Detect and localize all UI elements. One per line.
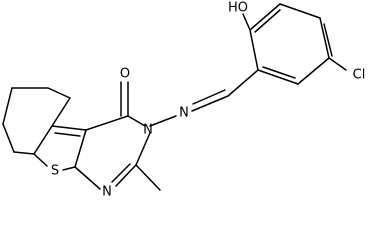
- bond: [135, 164, 161, 191]
- bond: [51, 125, 87, 131]
- bond: [279, 3, 321, 19]
- chlorine-label: Cl: [353, 68, 366, 83]
- bond: [262, 66, 296, 79]
- carbonyl-oxygen-label: O: [120, 67, 130, 82]
- bond: [2, 87, 13, 125]
- bond: [249, 3, 281, 31]
- carbonyl-group: [120, 81, 129, 117]
- phenol-substituent-bonds: [242, 13, 347, 71]
- bond: [85, 115, 129, 131]
- pyrimidinone-ring: [74, 115, 151, 190]
- ring-nitrogen-3-label: N: [143, 123, 153, 138]
- thiophene-ring: [33, 125, 87, 171]
- bond: [319, 17, 330, 59]
- bond: [323, 23, 333, 57]
- bond: [149, 115, 177, 127]
- bond-to-hydroxyl: [242, 13, 251, 31]
- atom-labels: HO Cl O N N N S: [51, 1, 365, 200]
- bond: [47, 87, 71, 99]
- bond: [227, 69, 259, 97]
- bond: [192, 89, 226, 105]
- bond: [297, 57, 330, 85]
- bond: [51, 97, 71, 127]
- phenol-ring: [249, 3, 333, 85]
- chemical-structure-diagram: HO Cl O N N N S: [2, 1, 365, 200]
- bond: [111, 163, 131, 183]
- bond: [115, 164, 137, 187]
- bond: [257, 69, 299, 85]
- bond: [33, 153, 48, 167]
- bond: [127, 115, 146, 127]
- bond: [2, 123, 15, 153]
- imine-nitrogen-label: N: [179, 106, 189, 121]
- bond: [254, 9, 281, 33]
- bond: [74, 166, 101, 190]
- bond: [13, 151, 35, 155]
- bond: [33, 125, 53, 155]
- bond: [191, 95, 229, 112]
- bond: [135, 132, 151, 166]
- bond: [62, 166, 76, 171]
- hydroxyl-label: HO: [228, 1, 248, 16]
- bond: [249, 29, 259, 71]
- ring-nitrogen-1-label: N: [102, 185, 112, 200]
- methyl-group: [135, 164, 161, 191]
- imine-linker: [149, 69, 259, 127]
- thiophene-sulfur-label: S: [51, 164, 59, 179]
- bond-to-chlorine: [328, 57, 347, 71]
- bond: [74, 129, 87, 168]
- cyclohexene-ring: [2, 87, 71, 155]
- bond: [54, 132, 81, 137]
